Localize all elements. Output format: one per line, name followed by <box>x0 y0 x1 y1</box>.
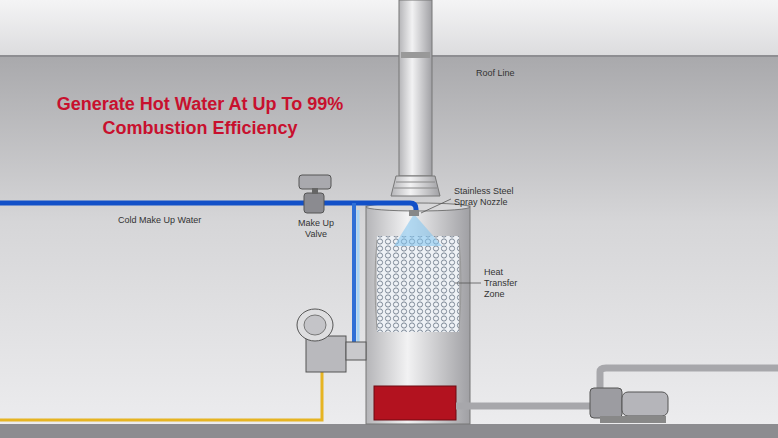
heat-transfer-media <box>377 236 459 332</box>
heater-tank <box>366 206 470 424</box>
wall <box>0 56 778 426</box>
outlet-pipe <box>456 403 595 410</box>
burner-housing <box>306 336 346 372</box>
headline: Generate Hot Water At Up To 99% Combusti… <box>50 92 350 140</box>
roof-line <box>0 55 778 57</box>
roof-flashing <box>401 52 430 58</box>
gas-line <box>0 372 322 420</box>
hot-water-reservoir <box>374 386 456 420</box>
collar-ribs <box>394 182 437 188</box>
leader-line <box>455 283 481 284</box>
roof-area <box>0 0 778 56</box>
cutaway-edge <box>375 240 461 330</box>
valve-label: Make Up Valve <box>294 218 338 240</box>
hot-water-supply <box>600 368 778 392</box>
pipe-label: Cold Make Up Water <box>118 215 238 226</box>
spray-pattern <box>394 214 442 246</box>
make-up-valve <box>304 193 324 213</box>
pump-base <box>600 416 666 423</box>
motor-face <box>304 315 326 335</box>
spray-nozzle <box>409 210 419 216</box>
return-line <box>358 210 366 352</box>
water-branch <box>354 203 366 346</box>
valve-actuator <box>299 175 331 189</box>
nozzle-label: Stainless Steel Spray Nozzle <box>454 186 526 208</box>
zone-label: Heat Transfer Zone <box>484 267 530 300</box>
floor <box>0 424 778 438</box>
burner-throat <box>346 342 366 360</box>
roof-line-label: Roof Line <box>476 68 536 79</box>
pump-body <box>590 388 622 418</box>
stack-collar <box>391 176 440 196</box>
leader-line <box>421 199 451 213</box>
pump-motor <box>622 392 668 416</box>
blower-motor <box>297 309 333 341</box>
exhaust-stack <box>399 0 432 176</box>
valve-stem <box>312 188 318 194</box>
